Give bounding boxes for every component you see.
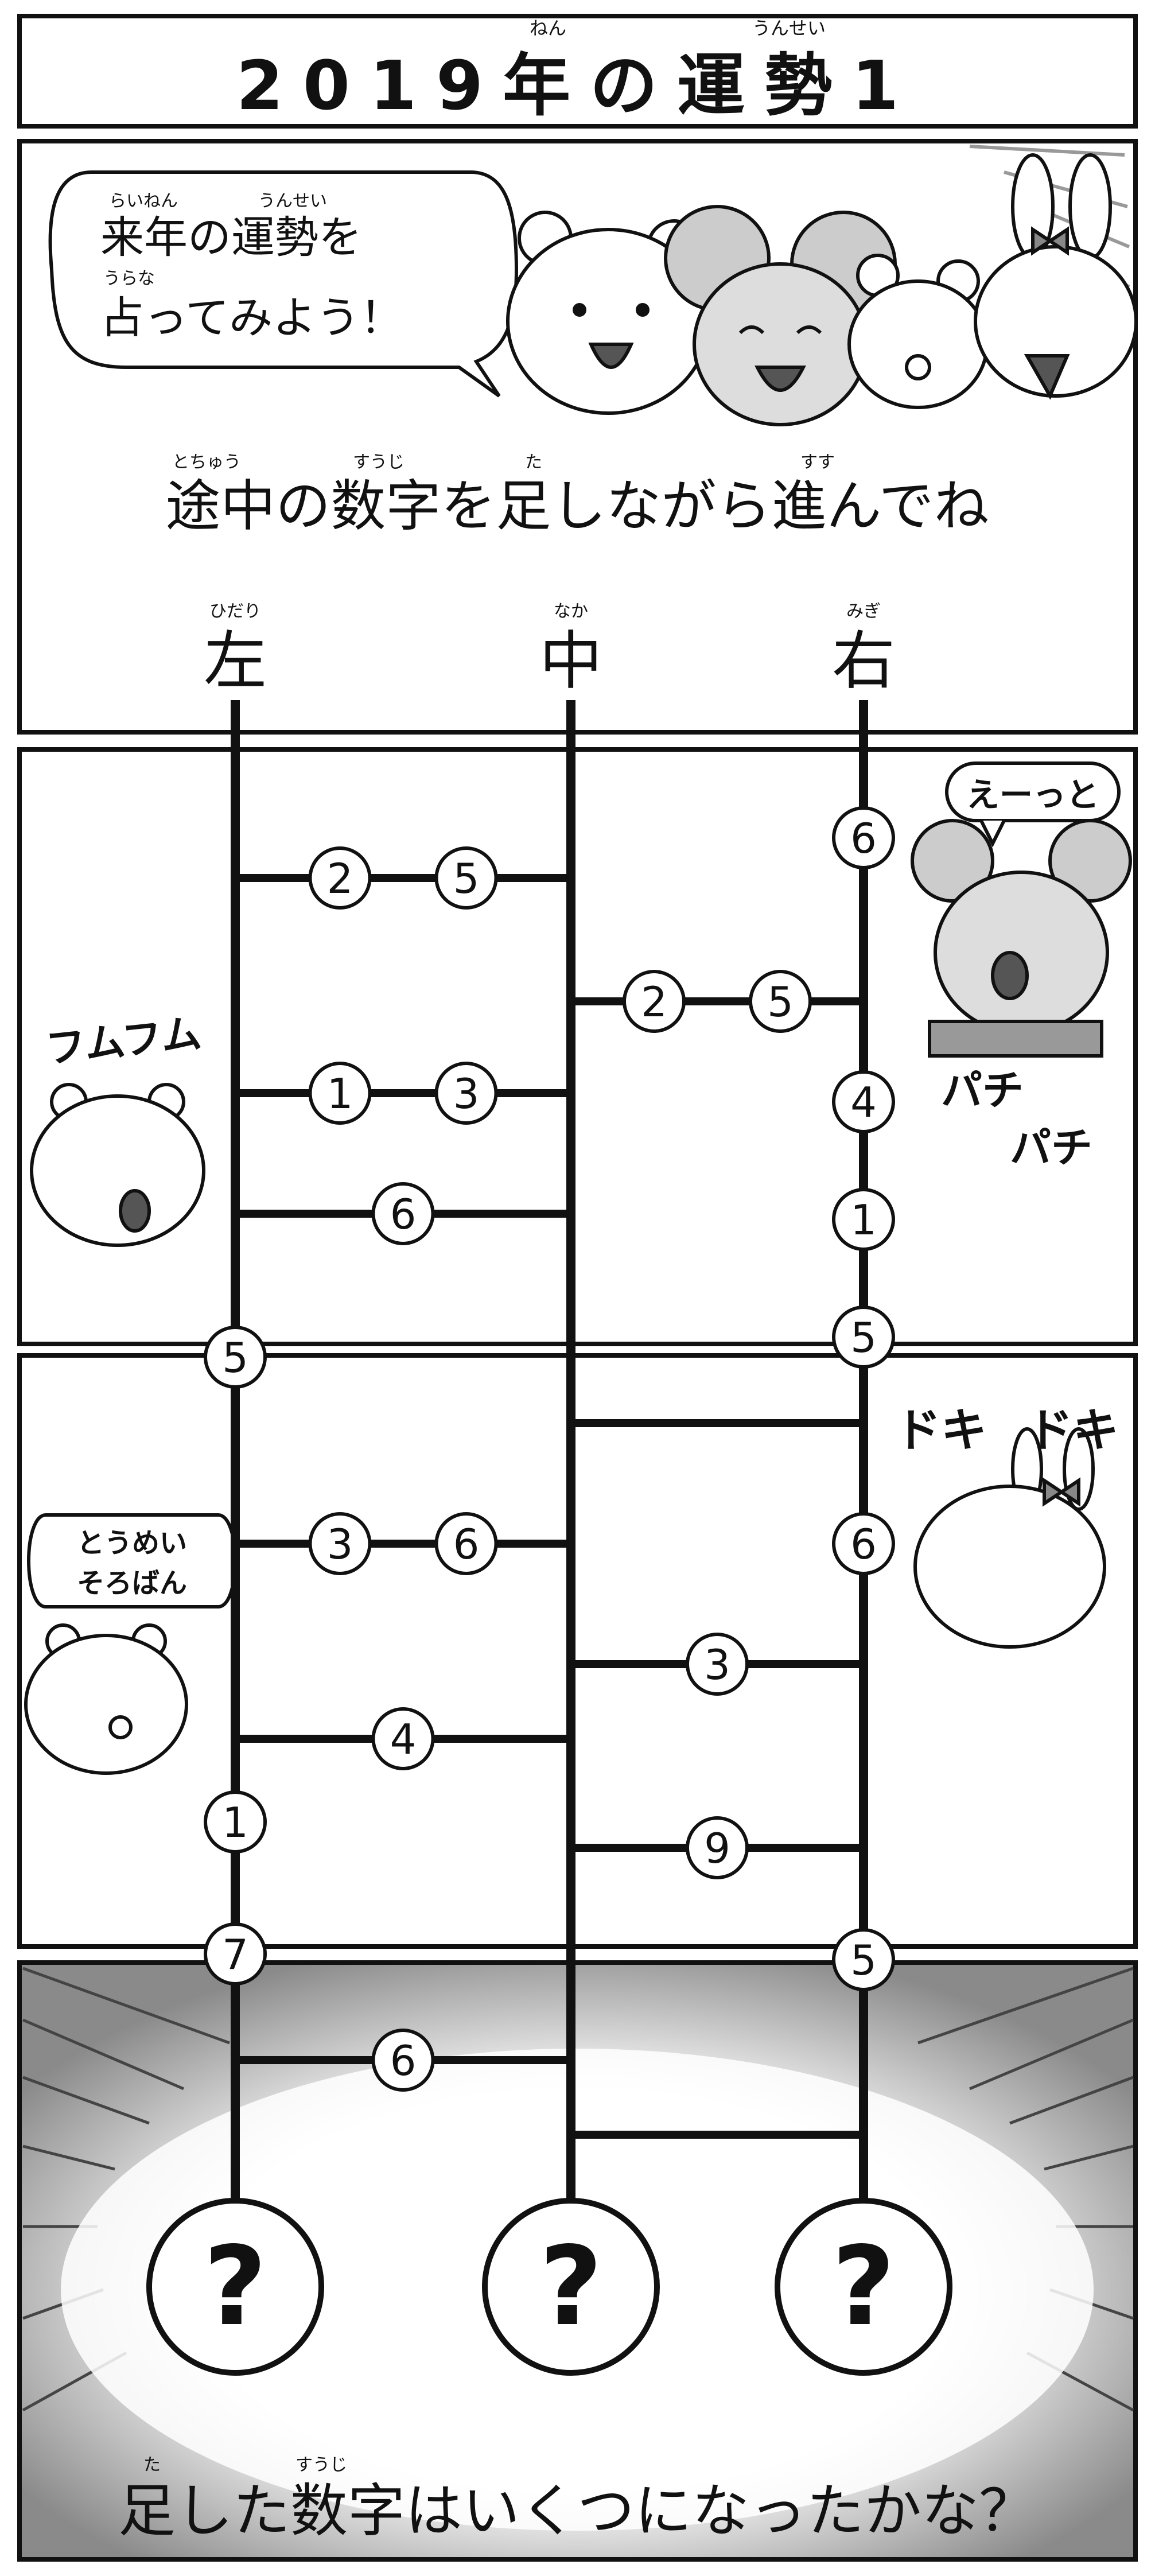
pole-number-right: 6	[850, 1520, 877, 1568]
rung-number: 3	[453, 1070, 480, 1118]
pole-number-right-circle	[832, 1188, 895, 1251]
result-question-mark-left: ?	[204, 2223, 267, 2350]
result-circle-left	[146, 2198, 324, 2376]
speech-ruby-unsei: うんせい	[258, 191, 327, 211]
rung-number: 1	[327, 1070, 353, 1118]
rung-number-circle	[749, 970, 812, 1033]
rung-number: 5	[453, 854, 480, 903]
pole-number-right-circle	[832, 1512, 895, 1575]
pole-number-right: 1	[850, 1196, 877, 1244]
title-ruby-unsei: うんせい	[752, 17, 826, 39]
pole-number-right-circle	[832, 1928, 895, 1991]
column-ruby-left: ひだり	[209, 601, 261, 621]
instruction-text: 途中の数字を足しながら進んでね	[165, 474, 989, 538]
rung-number-circle	[308, 1062, 372, 1125]
instruction-ruby-ta: た	[525, 452, 542, 472]
rung-number-circle	[434, 1062, 498, 1125]
result-burst-lines	[22, 1967, 1134, 2412]
pole-number-right-circle	[832, 1070, 895, 1133]
rung-number-circle	[371, 1182, 435, 1245]
rung-number-circle	[686, 1633, 749, 1696]
instruction-ruby-tochuu: とちゅう	[172, 452, 241, 472]
rung-number-circle	[434, 846, 498, 910]
pole-number-left-circle	[204, 1922, 267, 1986]
bear-thinking-character	[30, 1083, 205, 1247]
rung-number-circle	[308, 846, 372, 910]
rung-number-circle	[371, 2029, 435, 2092]
pole-number-right: 5	[850, 1936, 877, 1984]
page-title: 2019年の運勢1	[236, 46, 919, 125]
rung-number-circle	[623, 970, 686, 1033]
rung-number: 2	[641, 978, 667, 1026]
speech-ruby-rainen: らいねん	[109, 191, 178, 211]
question-ruby-ta: た	[143, 2455, 161, 2475]
speech-ruby-uranai: うらな	[103, 269, 155, 289]
toumei-line-1: とうめい	[77, 1527, 187, 1559]
sfx-pachi-2: パチ	[1010, 1124, 1092, 1172]
rung-number-circle	[308, 1512, 372, 1575]
question-ruby-suuji: すうじ	[295, 2455, 347, 2475]
rung-number: 5	[767, 978, 794, 1026]
column-label-right: 右	[832, 624, 895, 698]
sfx-doki-2: ドキ	[1027, 1404, 1119, 1457]
pole-number-right: 6	[850, 814, 877, 862]
column-ruby-center: なか	[554, 601, 588, 621]
instruction-ruby-susu: すす	[800, 452, 835, 472]
rung-number: 3	[704, 1641, 730, 1689]
result-circle-center	[482, 2198, 660, 2376]
pole-number-right-circle	[832, 1306, 895, 1369]
result-circle-right	[775, 2198, 952, 2376]
rung-number-circle	[434, 1512, 498, 1575]
question-text: 足した数字はいくつになったかな？	[118, 2477, 1036, 2544]
amida-ladder: 2 5 2 5 1 3 6 3 6 3 4 9 6 5 1 7 6 4 1 5 6 5???	[146, 700, 952, 2376]
sfx-pachi-1: パチ	[941, 1066, 1024, 1114]
characters-group	[506, 153, 1138, 426]
rung-number: 4	[390, 1715, 417, 1763]
toumei-line-2: そろばん	[77, 1567, 187, 1599]
title-ruby-nen: ねん	[530, 17, 566, 39]
result-question-mark-right: ?	[832, 2223, 895, 2350]
rung-number: 3	[327, 1520, 353, 1568]
rung-number: 6	[390, 1190, 417, 1238]
sfx-doki-1: ドキ	[895, 1404, 987, 1457]
column-label-left: 左	[204, 624, 267, 698]
pole-number-right: 4	[850, 1078, 877, 1126]
pole-number-left-circle	[204, 1326, 267, 1389]
rung-number: 9	[704, 1824, 730, 1872]
result-question-mark-center: ?	[539, 2223, 602, 2350]
column-ruby-right: みぎ	[846, 601, 881, 621]
column-label-center: 中	[539, 624, 602, 698]
rung-number: 6	[453, 1520, 480, 1568]
instruction-ruby-suuji: すうじ	[353, 452, 405, 472]
sfx-eetto: えーっと	[966, 775, 1099, 814]
pole-number-left: 7	[222, 1930, 248, 1979]
bunny-nervous-character	[913, 1427, 1106, 1649]
pole-number-left: 5	[222, 1334, 248, 1382]
speech-line-2: 占ってみよう！	[100, 292, 403, 343]
speech-line-1: 来年の運勢を	[100, 212, 362, 263]
mouse-abacus-character	[911, 761, 1132, 1058]
pole-number-right-circle	[832, 806, 895, 869]
pole-number-left-circle	[204, 1790, 267, 1854]
baby-bear-character	[24, 1623, 188, 1775]
rung-number-circle	[686, 1816, 749, 1879]
title-panel	[17, 14, 1138, 129]
rung-number-circle	[371, 1707, 435, 1770]
rung-number: 6	[390, 2037, 417, 2085]
speech-bubble	[48, 170, 519, 398]
pole-number-right: 5	[850, 1314, 877, 1362]
pole-number-left: 1	[222, 1798, 248, 1847]
rung-number: 2	[327, 854, 353, 903]
